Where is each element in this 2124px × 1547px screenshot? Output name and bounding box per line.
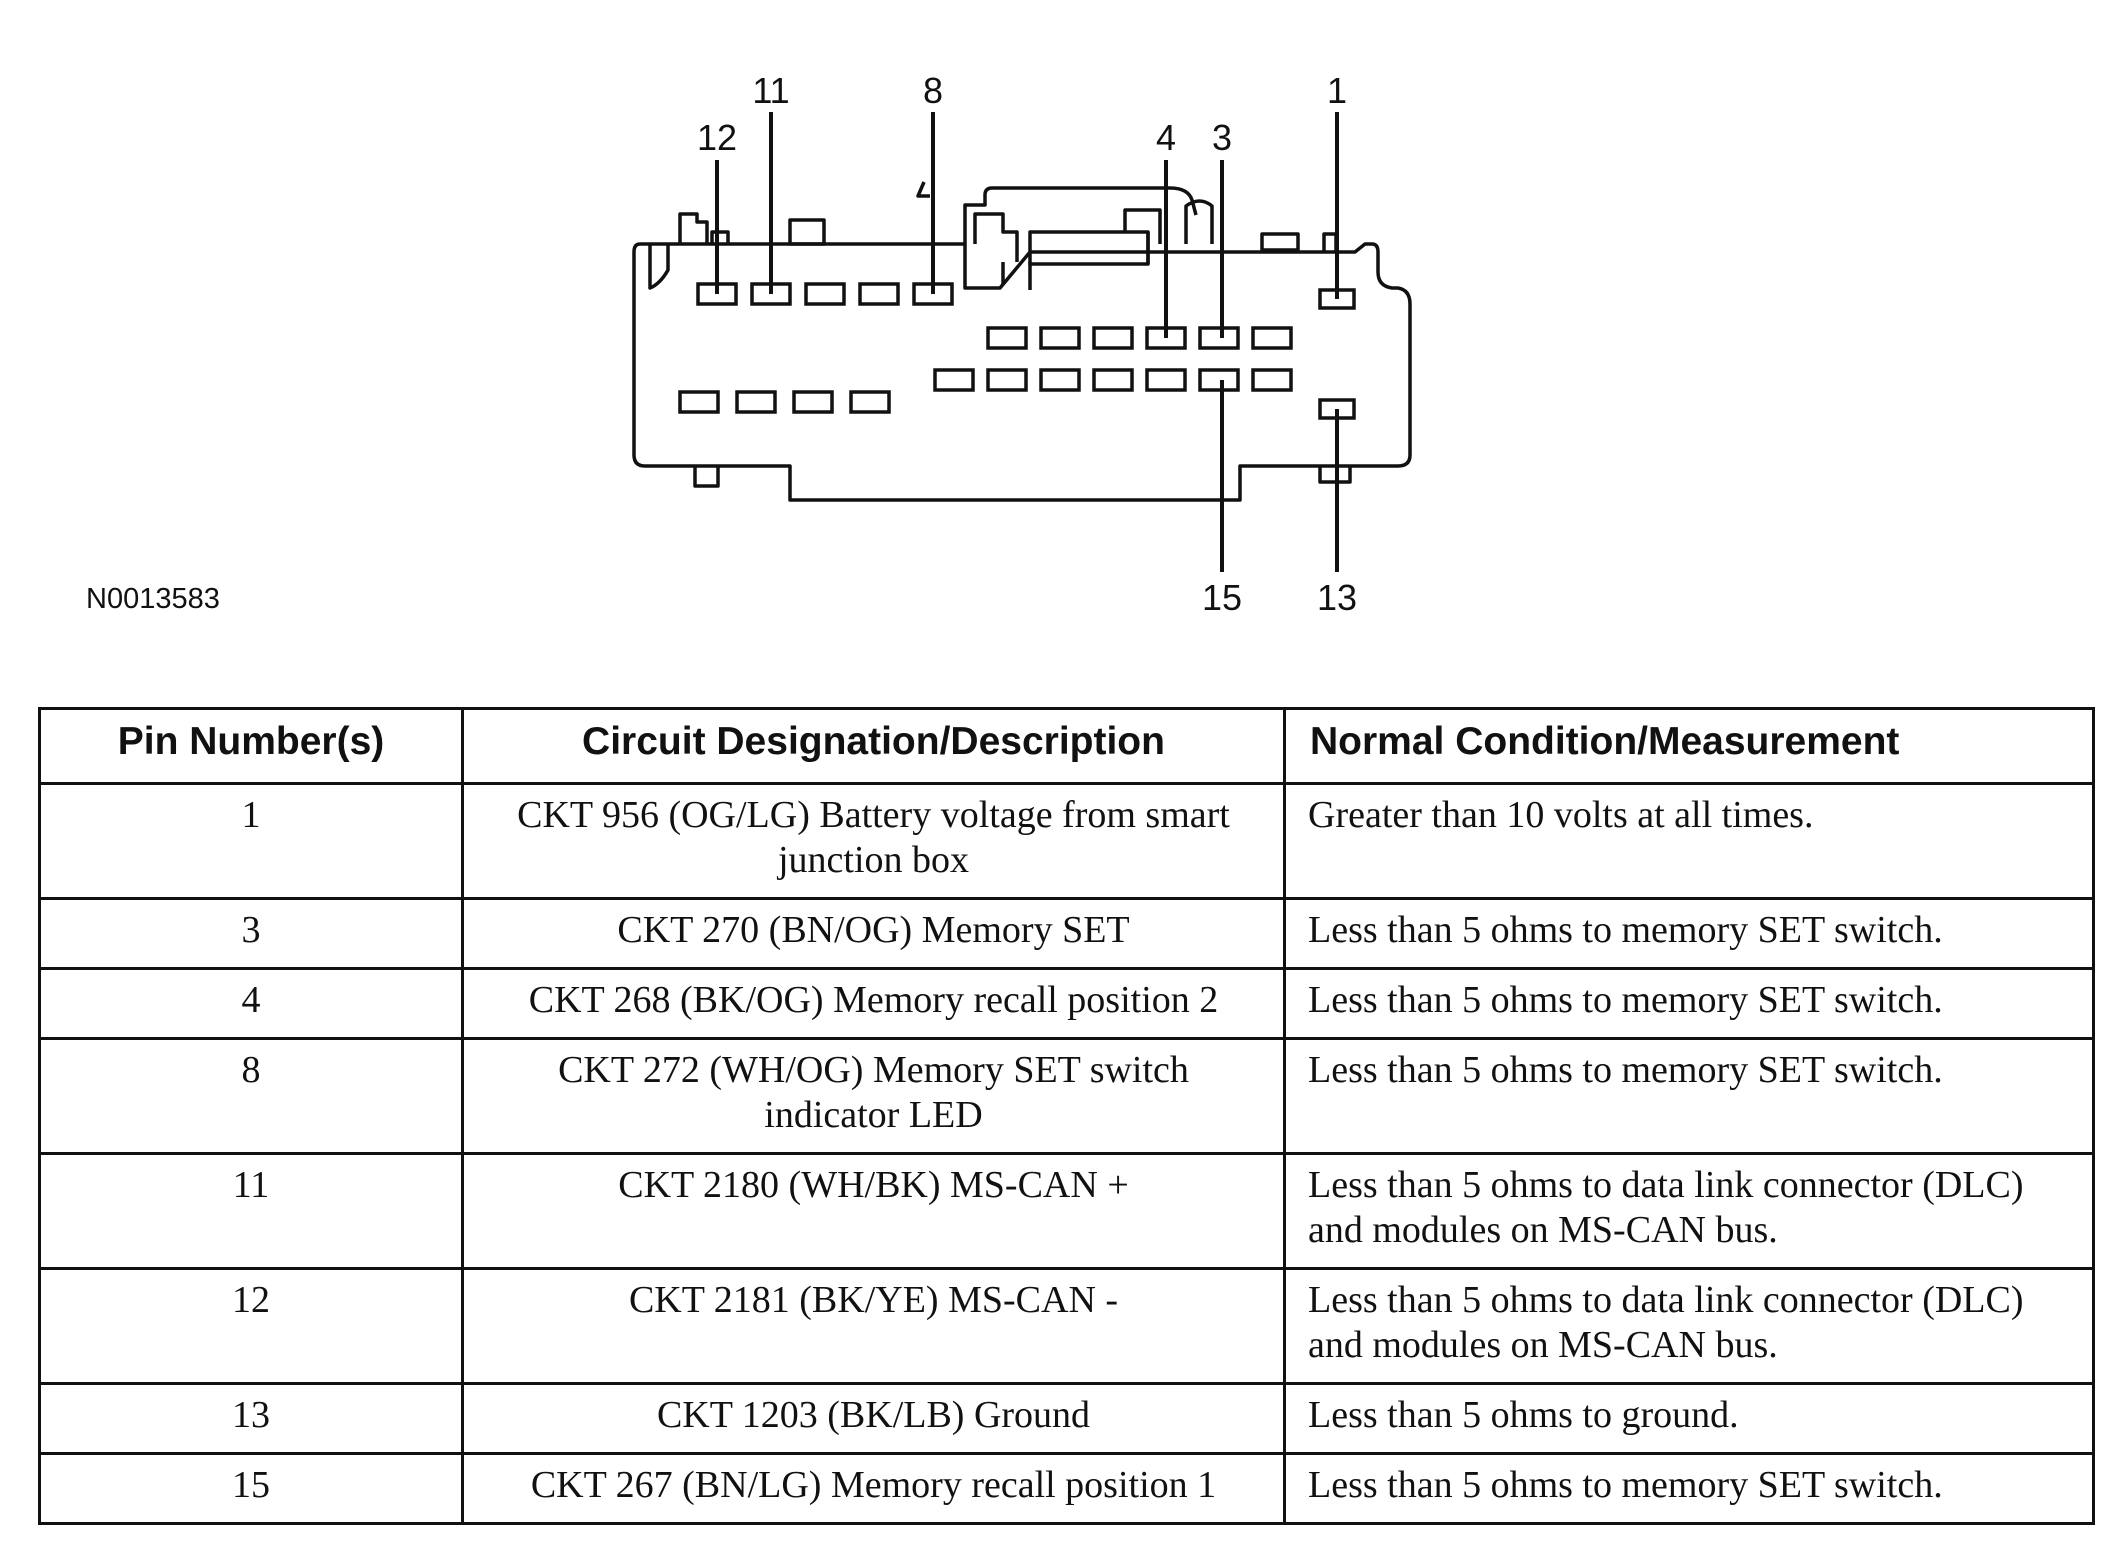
figure-code: N0013583 [86, 583, 220, 615]
pin-cell: 15 [38, 1452, 464, 1525]
condition-cell: Less than 5 ohms to memory SET switch. [1283, 897, 2095, 970]
center-latch-left [1001, 262, 1032, 290]
top-small-notch [710, 230, 730, 244]
table-row: 8 CKT 272 (WH/OG) Memory SET switch indi… [38, 1037, 2095, 1155]
pinout-table: Pin Number(s) Circuit Designation/Descri… [38, 707, 2095, 1525]
condition-cell: Less than 5 ohms to memory SET switch. [1283, 1037, 2095, 1155]
condition-cell: Less than 5 ohms to ground. [1283, 1382, 2095, 1455]
cavity-23 [849, 390, 891, 414]
header-normal-condition: Normal Condition/Measurement [1283, 707, 2095, 785]
pin-cell: 3 [38, 897, 464, 970]
table-row: 11 CKT 2180 (WH/BK) MS-CAN + Less than 5… [38, 1152, 2095, 1270]
cavity-9 [858, 282, 900, 306]
cavity-22 [933, 368, 975, 392]
table-row: 3 CKT 270 (BN/OG) Memory SET Less than 5… [38, 897, 2095, 970]
condition-cell: Less than 5 ohms to data link connector … [1283, 1267, 2095, 1385]
pin-cell: 4 [38, 967, 464, 1040]
cavity-20 [1039, 368, 1081, 392]
callout-8: 8 [923, 70, 943, 111]
cavity-7 [986, 326, 1028, 350]
callout-1: 1 [1327, 70, 1347, 111]
top-left-latch [678, 212, 709, 244]
table-row: 4 CKT 268 (BK/OG) Memory recall position… [38, 967, 2095, 1040]
callout-3: 3 [1212, 117, 1232, 158]
center-hook [1184, 199, 1214, 244]
table-row: 1 CKT 956 (OG/LG) Battery voltage from s… [38, 782, 2095, 900]
callout-12: 12 [697, 117, 737, 158]
header-circuit-description: Circuit Designation/Description [461, 707, 1286, 785]
hook-mark [916, 181, 930, 198]
callout-13: 13 [1317, 577, 1357, 618]
cavity-21 [986, 368, 1028, 392]
callout-15: 15 [1202, 577, 1242, 618]
pin-cell: 8 [38, 1037, 464, 1155]
callout-11: 11 [752, 70, 789, 111]
description-cell: CKT 956 (OG/LG) Battery voltage from sma… [461, 782, 1286, 900]
cavity-10 [804, 282, 846, 306]
pin-cell: 13 [38, 1382, 464, 1455]
pin-cell: 1 [38, 782, 464, 900]
cavity-24 [792, 390, 834, 414]
pin-cell: 11 [38, 1152, 464, 1270]
cavity-6 [1039, 326, 1081, 350]
table-row: 15 CKT 267 (BN/LG) Memory recall positio… [38, 1452, 2095, 1525]
description-cell: CKT 2180 (WH/BK) MS-CAN + [461, 1152, 1286, 1270]
description-cell: CKT 270 (BN/OG) Memory SET [461, 897, 1286, 970]
center-latch-right [1123, 208, 1162, 264]
table-row: 13 CKT 1203 (BK/LB) Ground Less than 5 o… [38, 1382, 2095, 1455]
cavity-5 [1092, 326, 1134, 350]
right-latch-tab [1260, 232, 1300, 252]
top-tab [788, 218, 826, 246]
description-cell: CKT 1203 (BK/LB) Ground [461, 1382, 1286, 1455]
cavity-15 [1198, 368, 1240, 392]
condition-cell: Greater than 10 volts at all times. [1283, 782, 2095, 900]
connector-housing [632, 242, 1412, 502]
callout-4: 4 [1156, 117, 1176, 158]
bottom-left-tab [693, 466, 720, 488]
description-cell: CKT 2181 (BK/YE) MS-CAN - [461, 1267, 1286, 1385]
cavity-26 [678, 390, 720, 414]
description-cell: CKT 267 (BN/LG) Memory recall position 1 [461, 1452, 1286, 1525]
cavity-19 [1092, 368, 1134, 392]
center-latch-outline [963, 186, 1198, 244]
cavity-18 [1145, 368, 1187, 392]
connector-face-diagram: 11 8 1 12 4 3 15 13 [632, 70, 1412, 618]
cavity-14 [1251, 368, 1293, 392]
description-cell: CKT 272 (WH/OG) Memory SET switch indica… [461, 1037, 1286, 1155]
cavity-3 [1198, 326, 1240, 350]
center-latch-bar [1028, 230, 1150, 266]
center-latch-frame [973, 212, 1019, 262]
condition-cell: Less than 5 ohms to data link connector … [1283, 1152, 2095, 1270]
table-header-row: Pin Number(s) Circuit Designation/Descri… [38, 707, 2095, 785]
cavity-2 [1251, 326, 1293, 350]
left-inner-lip [648, 244, 670, 290]
header-pin-numbers: Pin Number(s) [38, 707, 464, 785]
condition-cell: Less than 5 ohms to memory SET switch. [1283, 1452, 2095, 1525]
table-row: 12 CKT 2181 (BK/YE) MS-CAN - Less than 5… [38, 1267, 2095, 1385]
description-cell: CKT 268 (BK/OG) Memory recall position 2 [461, 967, 1286, 1040]
right-latch-post [1322, 232, 1338, 252]
condition-cell: Less than 5 ohms to memory SET switch. [1283, 967, 2095, 1040]
cavity-25 [735, 390, 777, 414]
pin-cell: 12 [38, 1267, 464, 1385]
